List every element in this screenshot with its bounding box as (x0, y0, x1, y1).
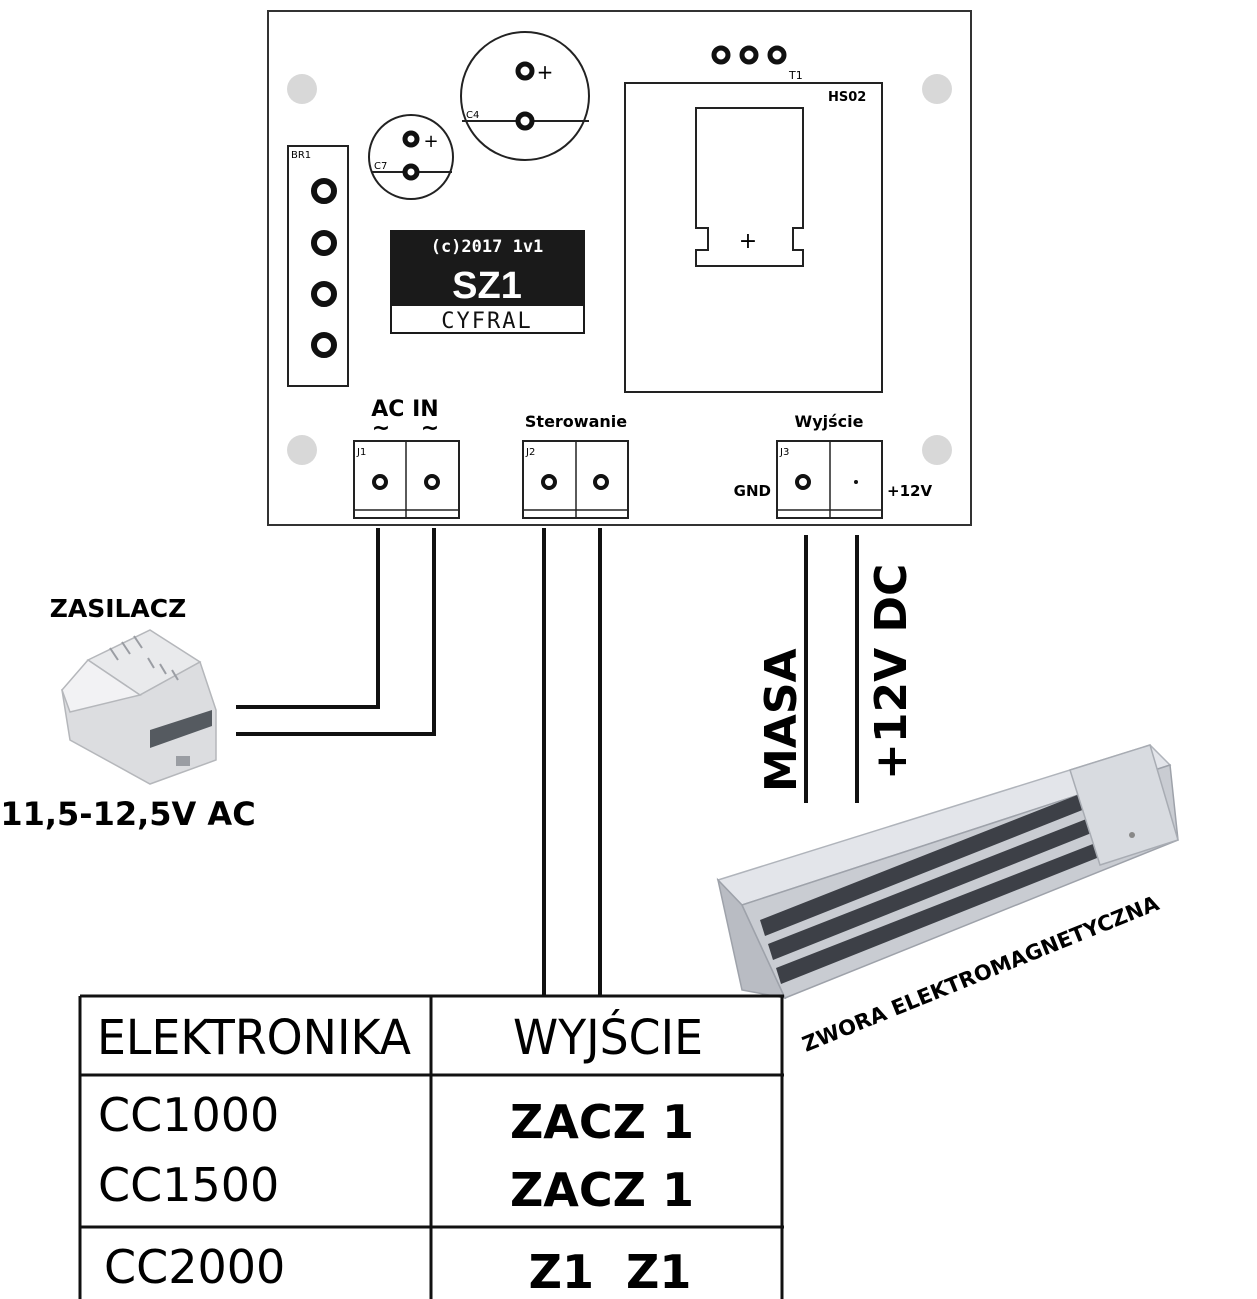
terminal-j2: Sterowanie J2 (522, 412, 629, 519)
compatibility-table: ELEKTRONIKA WYJŚCIE CC1000 ZACZ 1 CC1500… (78, 994, 784, 1299)
table-cell-device: CC2000 (104, 1240, 285, 1294)
j2-label: J2 (525, 447, 535, 458)
table-cell-output: ZACZ 1 (510, 1095, 694, 1149)
table-cell-device: CC1000 (98, 1088, 279, 1142)
maglock-icon (716, 744, 1179, 1000)
j3-label: J3 (779, 447, 789, 458)
c7-label: C7 (374, 161, 387, 172)
table-cell-device: CC1500 (98, 1158, 279, 1212)
br1-label: BR1 (291, 150, 311, 161)
heatsink-plus: + (739, 229, 757, 254)
logo-model: SZ1 (452, 265, 522, 307)
mounting-hole (287, 435, 317, 465)
ac-tilde-left: ~ (372, 416, 390, 441)
plus12v-label: +12V (887, 482, 932, 500)
logo-copyright: (c)2017 1v1 (431, 237, 544, 257)
wire-ac-2 (236, 528, 436, 736)
pcb-board: T1 HS02 + + C4 + C7 (267, 10, 972, 526)
table-header-electronics: ELEKTRONIKA (97, 1010, 411, 1066)
heatsink-hs02: HS02 + (624, 82, 883, 393)
psu-voltage: 11,5-12,5V AC (0, 795, 255, 833)
wire-label-masa: MASA (756, 648, 807, 792)
ac-in-label: AC IN (371, 397, 438, 422)
psu-title: ZASILACZ (50, 594, 187, 623)
din-rail-psu-icon (61, 629, 217, 785)
c4-label: C4 (466, 110, 479, 121)
terminal-j3: Wyjście J3 GND +12V (734, 412, 932, 519)
table-header-output: WYJŚCIE (513, 1009, 703, 1066)
board-logo: (c)2017 1v1 SZ1 CYFRAL (390, 230, 585, 334)
wires (236, 528, 859, 995)
transistor-t1: T1 (711, 45, 803, 82)
hs02-label: HS02 (828, 90, 866, 105)
table-cell-output: Z1 Z1 (529, 1245, 692, 1299)
mounting-hole (287, 74, 317, 104)
capacitor-c7: + C7 (368, 114, 454, 200)
j1-label: J1 (356, 447, 366, 458)
ac-tilde-right: ~ (421, 416, 439, 441)
c7-plus: + (423, 131, 438, 152)
sterowanie-label: Sterowanie (525, 412, 627, 431)
mounting-hole (922, 74, 952, 104)
mounting-hole (922, 435, 952, 465)
wire-label-12v-dc: +12V DC (866, 564, 917, 780)
terminal-j1: AC IN ~ ~ J1 (353, 397, 460, 519)
power-supply: ZASILACZ 11,5-12,5V AC (0, 594, 255, 833)
wyjscie-label: Wyjście (795, 412, 864, 431)
table-cell-output: ZACZ 1 (510, 1163, 694, 1217)
wire-ac-1 (236, 528, 380, 709)
bridge-rectifier-br1: BR1 (287, 145, 349, 387)
capacitor-c4: + C4 (460, 31, 590, 161)
logo-brand: CYFRAL (441, 309, 532, 334)
gnd-label: GND (734, 482, 771, 500)
t1-label: T1 (788, 69, 803, 82)
c4-plus: + (537, 60, 554, 84)
